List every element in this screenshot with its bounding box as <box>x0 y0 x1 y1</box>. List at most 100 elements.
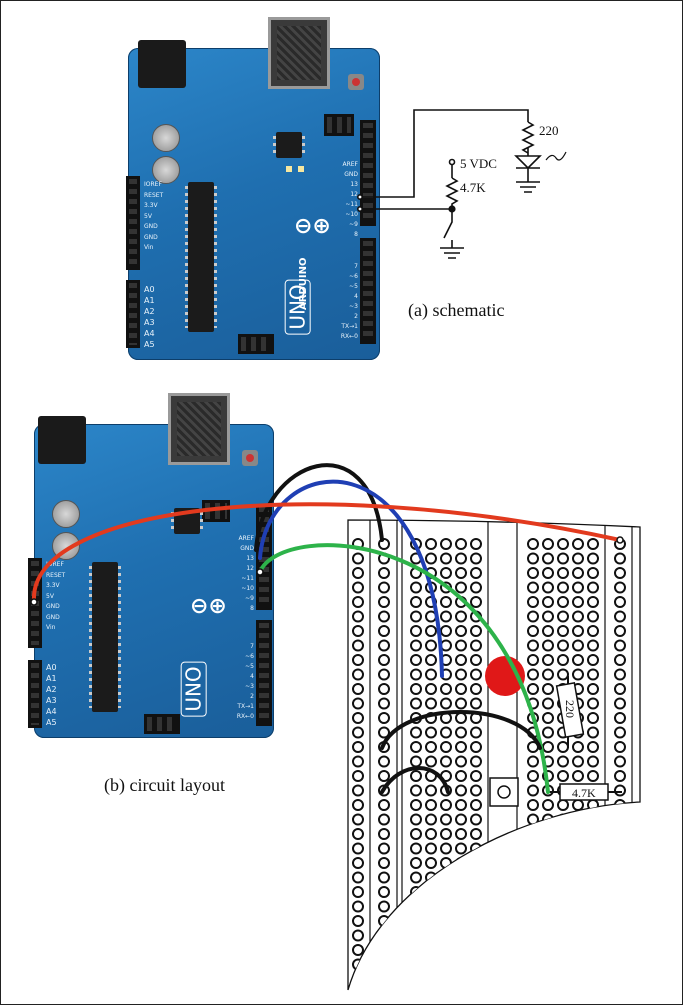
led-red <box>485 656 525 696</box>
breadboard-hole <box>378 929 390 942</box>
breadboard-hole <box>587 552 599 565</box>
arduino-logo-icon: ⊖⊕ <box>190 594 227 619</box>
breadboard-hole <box>378 857 390 869</box>
breadboard-hole <box>455 581 467 594</box>
arduino-logo-icon: ⊖⊕ <box>294 214 331 239</box>
breadboard-hole <box>542 552 554 565</box>
breadboard-hole <box>527 973 539 985</box>
breadboard-hole <box>378 654 390 666</box>
breadboard-hole <box>527 552 539 565</box>
resistor-4k7-label: 4.7K <box>572 786 596 800</box>
breadboard-hole <box>587 929 599 942</box>
breadboard-hole <box>587 871 599 884</box>
icsp-header-2 <box>144 714 180 734</box>
breadboard-hole <box>557 538 569 550</box>
breadboard-hole <box>587 596 599 608</box>
power-pin-labels: IOREF RESET 3.3V 5V GND GND Vin <box>46 561 66 631</box>
wire-black-led-gnd <box>380 710 542 750</box>
breadboard-hole <box>641 568 651 578</box>
breadboard-hole <box>455 929 467 942</box>
breadboard-hole <box>557 958 569 971</box>
power-header <box>126 176 140 270</box>
breadboard-hole <box>572 799 584 811</box>
breadboard-hole <box>572 958 584 971</box>
breadboard-hole <box>527 915 539 927</box>
breadboard-hole <box>527 828 539 840</box>
usb-chip <box>273 132 305 158</box>
breadboard-hole <box>614 654 626 666</box>
breadboard-hole <box>470 973 482 985</box>
breadboard-hole <box>352 973 364 985</box>
breadboard-hole <box>425 987 437 990</box>
breadboard-hole <box>455 915 467 927</box>
breadboard-hole <box>410 581 422 594</box>
resistor-220-icon <box>521 121 535 154</box>
breadboard-hole <box>572 741 584 753</box>
breadboard-hole <box>378 871 390 884</box>
breadboard-hole <box>527 755 539 768</box>
reset-button <box>348 74 364 90</box>
breadboard-hole <box>455 799 467 811</box>
breadboard-hole <box>542 625 554 637</box>
breadboard-hole <box>455 900 467 913</box>
breadboard-hole <box>470 552 482 565</box>
resistor-4k7-icon <box>445 177 459 210</box>
breadboard-hole <box>352 784 364 797</box>
breadboard-hole <box>440 741 452 753</box>
breadboard-hole <box>470 596 482 608</box>
breadboard-hole <box>587 857 599 869</box>
breadboard-hole <box>440 726 452 739</box>
breadboard-hole <box>410 799 422 811</box>
breadboard-hole <box>587 973 599 985</box>
breadboard-hole <box>425 958 437 971</box>
breadboard-hole <box>587 755 599 768</box>
breadboard-hole <box>455 538 467 550</box>
breadboard-hole <box>557 900 569 913</box>
breadboard-hole <box>378 987 390 990</box>
breadboard-hole <box>440 552 452 565</box>
breadboard-hole <box>557 741 569 753</box>
breadboard-hole <box>378 581 390 594</box>
breadboard-hole <box>587 668 599 681</box>
breadboard-hole <box>378 639 390 652</box>
breadboard-hole <box>378 712 390 724</box>
breadboard-hole <box>557 813 569 826</box>
breadboard-hole <box>470 871 482 884</box>
breadboard-hole <box>587 697 599 710</box>
breadboard-hole <box>542 741 554 753</box>
breadboard-hole <box>641 931 651 941</box>
breadboard-hole <box>527 857 539 869</box>
breadboard-hole <box>455 770 467 782</box>
breadboard-hole <box>542 726 554 739</box>
breadboard-hole <box>425 973 437 985</box>
breadboard-hole <box>587 900 599 913</box>
breadboard-hole <box>587 770 599 782</box>
wire-pin12-led <box>362 109 529 198</box>
breadboard-hole <box>440 610 452 623</box>
breadboard-hole <box>542 886 554 898</box>
breadboard-hole <box>614 799 626 811</box>
breadboard-hole <box>527 683 539 695</box>
capacitor <box>152 124 180 152</box>
breadboard-hole <box>641 800 651 810</box>
breadboard-hole <box>641 989 651 999</box>
breadboard-hole <box>614 697 626 710</box>
breadboard-hole <box>641 815 651 825</box>
breadboard-hole <box>378 799 390 811</box>
breadboard-hole <box>352 552 364 565</box>
breadboard-hole <box>572 639 584 652</box>
breadboard-hole <box>542 987 554 990</box>
breadboard-hole <box>557 944 569 956</box>
breadboard-hole <box>410 813 422 826</box>
breadboard-hole <box>614 987 626 990</box>
breadboard-hole <box>542 654 554 666</box>
breadboard-hole <box>587 741 599 753</box>
breadboard-hole <box>352 668 364 681</box>
breadboard-hole <box>572 596 584 608</box>
breadboard-hole <box>455 886 467 898</box>
breadboard-hole <box>470 625 482 637</box>
breadboard-hole <box>352 726 364 739</box>
usb-connector <box>268 17 330 89</box>
breadboard-hole <box>352 886 364 898</box>
